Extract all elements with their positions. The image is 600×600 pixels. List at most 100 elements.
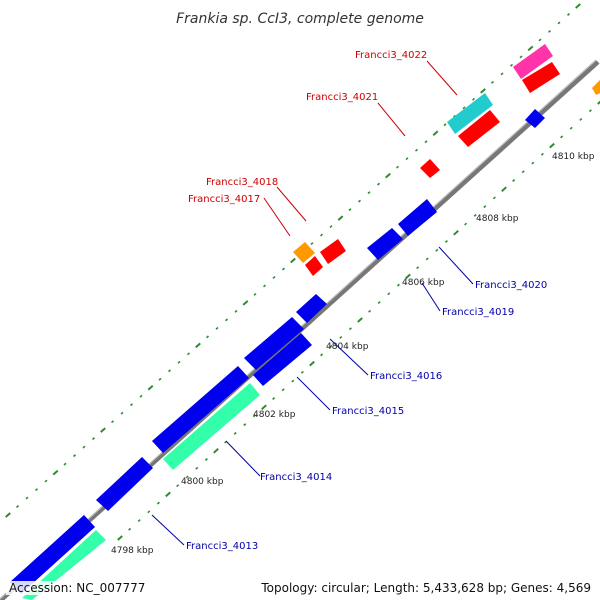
inner-tick-mark xyxy=(569,126,573,130)
outer-tick-mark xyxy=(34,488,39,492)
outer-tick-mark xyxy=(557,21,561,25)
inner-tick-mark xyxy=(588,109,592,113)
gene-label-francci3-4022[interactable]: Francci3_4022 xyxy=(355,50,427,61)
gene-glyph-francci3-4017[interactable] xyxy=(305,256,323,276)
gene-glyph-francci3-4022[interactable] xyxy=(458,110,500,147)
outer-tick-mark xyxy=(234,309,238,313)
gene-glyph-francci3-4018[interactable] xyxy=(293,242,315,263)
inner-tick-mark xyxy=(464,222,468,226)
inner-tick-mark xyxy=(435,248,439,252)
leader-francci3-4022 xyxy=(426,60,458,96)
outer-tick-mark xyxy=(290,257,296,264)
gene-glyph-francci3-4013b[interactable] xyxy=(96,457,153,511)
leader-francci3-4018 xyxy=(276,186,307,222)
outer-tick-mark xyxy=(319,233,324,237)
outer-tick-mark xyxy=(281,267,286,271)
leader-francci3-4017 xyxy=(263,197,291,237)
leader-francci3-4019 xyxy=(421,282,441,312)
topology-text: Topology: circular; Length: 5,433,628 bp… xyxy=(258,581,594,595)
gene-glyph-francci3-4019[interactable] xyxy=(367,228,403,260)
outer-tick-mark xyxy=(72,454,77,458)
outer-tick-mark xyxy=(490,80,495,84)
gene-label-francci3-4021[interactable]: Francci3_4021 xyxy=(306,92,378,103)
leader-francci3-4013 xyxy=(151,514,185,546)
inner-tick-mark xyxy=(156,501,160,505)
gene-glyph-orange-edge[interactable] xyxy=(592,80,600,95)
gene-glyph-magenta[interactable] xyxy=(513,44,553,79)
inner-tick-mark xyxy=(425,257,429,261)
gene-glyph-francci3-4021[interactable] xyxy=(420,159,440,178)
gene-glyph-red-top[interactable] xyxy=(522,62,560,93)
gene-glyph-francci3-4013a[interactable] xyxy=(10,515,95,594)
inner-tick-mark xyxy=(320,353,324,357)
outer-tick-mark xyxy=(262,284,267,288)
gene-label-francci3-4020[interactable]: Francci3_4020 xyxy=(475,280,547,291)
gene-glyph-aquamarine-2[interactable] xyxy=(163,383,260,470)
inner-tick-mark xyxy=(357,317,363,323)
inner-tick-mark xyxy=(453,230,459,236)
gene-label-francci3-4016[interactable]: Francci3_4016 xyxy=(370,371,442,382)
inner-tick-mark xyxy=(213,448,219,454)
gene-label-francci3-4015[interactable]: Francci3_4015 xyxy=(332,406,404,417)
inner-tick-mark xyxy=(531,161,535,165)
gene-label-francci3-4013[interactable]: Francci3_4013 xyxy=(186,541,258,552)
outer-tick-mark xyxy=(414,148,419,152)
outer-tick-mark xyxy=(376,182,381,186)
outer-tick-mark xyxy=(215,326,219,330)
outer-tick-mark xyxy=(15,505,20,508)
outer-tick-mark xyxy=(110,420,115,424)
inner-tick-mark xyxy=(339,335,343,339)
inner-tick-mark xyxy=(176,484,180,488)
outer-tick-mark xyxy=(367,191,371,195)
gene-glyph-blue-row2-1[interactable] xyxy=(253,333,312,386)
outer-tick-mark xyxy=(357,199,362,203)
outer-tick-mark xyxy=(82,445,86,449)
outer-tick-mark xyxy=(129,403,134,407)
inner-tick-mark xyxy=(483,205,487,209)
gene-glyph-francci3-4016[interactable] xyxy=(296,294,327,323)
inner-tick-mark xyxy=(137,519,141,523)
inner-tick-mark xyxy=(597,100,600,105)
leader-francci3-4015 xyxy=(296,376,331,411)
inner-tick-mark xyxy=(195,466,199,470)
gene-glyph-francci3-4017b[interactable] xyxy=(320,239,346,264)
gene-label-francci3-4019[interactable]: Francci3_4019 xyxy=(442,307,514,318)
inner-tick-mark xyxy=(512,179,516,182)
inner-tick-mark xyxy=(444,240,448,243)
inner-tick-mark xyxy=(549,142,555,149)
gene-label-francci3-4014[interactable]: Francci3_4014 xyxy=(260,472,332,483)
inner-tick-mark xyxy=(348,327,352,331)
outer-tick-mark xyxy=(443,123,447,127)
outer-tick-mark xyxy=(348,208,352,212)
gene-glyph-francci3-4014[interactable] xyxy=(152,366,249,453)
gene-glyph-francci3-4020[interactable] xyxy=(398,199,437,236)
leader-francci3-4016 xyxy=(329,338,369,376)
inner-tick-mark xyxy=(387,292,391,296)
gene-glyph-cyan[interactable] xyxy=(447,93,493,134)
outer-tick-mark xyxy=(395,165,400,169)
inner-tick-mark xyxy=(128,527,132,531)
outer-tick-mark xyxy=(462,106,466,110)
outer-tick-mark xyxy=(566,13,571,16)
leader-lines xyxy=(151,60,474,546)
inner-tick-mark xyxy=(309,360,315,367)
gene-label-francci3-4018[interactable]: Francci3_4018 xyxy=(206,177,278,188)
inner-tick-mark xyxy=(291,379,295,383)
outer-tick-mark xyxy=(242,300,249,306)
inner-tick-mark xyxy=(501,186,507,192)
gene-label-francci3-4017[interactable]: Francci3_4017 xyxy=(188,194,260,205)
outer-tick-mark xyxy=(120,411,124,415)
inner-tick-mark xyxy=(492,196,496,200)
inner-tick-track xyxy=(117,100,600,541)
gene-glyph-francci3-4015[interactable] xyxy=(244,317,304,370)
outer-tick-mark xyxy=(272,276,276,279)
outer-tick-mark xyxy=(519,55,523,59)
outer-tick-track xyxy=(5,3,581,518)
leader-francci3-4020 xyxy=(438,246,474,285)
leader-francci3-4014 xyxy=(225,440,261,477)
gene-glyph-francci3-small[interactable] xyxy=(525,109,545,128)
inner-tick-mark xyxy=(272,397,276,400)
outer-tick-mark xyxy=(195,342,201,349)
inner-tick-mark xyxy=(185,475,189,479)
outer-tick-mark xyxy=(538,38,542,42)
